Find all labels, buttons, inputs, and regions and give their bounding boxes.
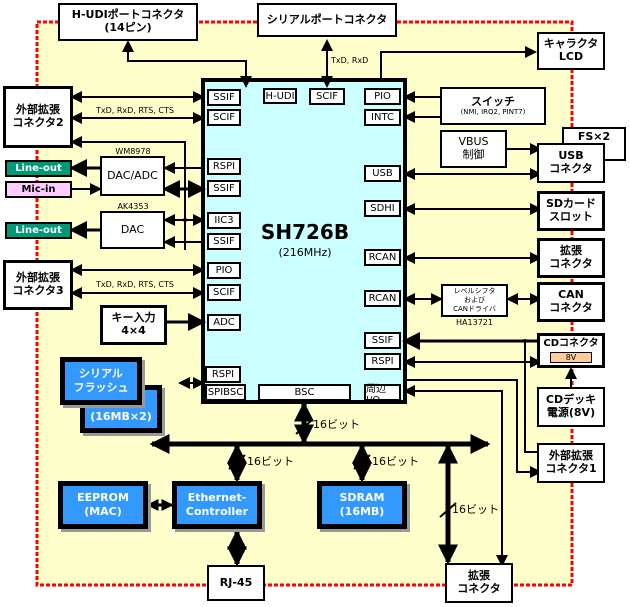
module-intc: INTC [364, 109, 401, 126]
sd-card-slot: SDカード スロット [537, 191, 605, 231]
bus-width-expansion: 16ビット [452, 502, 499, 516]
module-rcan: RCAN [364, 290, 401, 307]
module-ssif: SSIF [364, 332, 401, 349]
expansion-connector-bottom: 拡張 コネクタ [445, 563, 513, 603]
mic-in: Mic-in [5, 181, 72, 198]
module-pio: PIO [364, 88, 401, 105]
module-rspi: RSPI [364, 353, 401, 370]
module-ssif: SSIF [207, 89, 241, 106]
module-sdhi: SDHI [364, 200, 401, 217]
module-adc: ADC [207, 314, 241, 331]
cpu-name: SH726B [260, 219, 350, 244]
module-scif: SCIF [207, 284, 241, 301]
junction-dot [523, 339, 527, 343]
dac: DAC [100, 211, 165, 249]
ethernet-controller: Ethernet- Controller [172, 481, 262, 529]
bus-slash-3 [353, 454, 371, 470]
module-spibsc: SPIBSC [205, 384, 246, 401]
line-ext1-a [524, 341, 540, 453]
sdram: SDRAM (16MB) [317, 481, 407, 529]
hudi-connector: H-UDIポートコネクタ (14ピン) [58, 3, 198, 41]
module-ssif: SSIF [207, 180, 241, 197]
can-connector: CAN コネクタ [537, 282, 605, 322]
bus-slash-2 [228, 454, 246, 470]
cd-connector-label: CDコネクタ [543, 338, 599, 350]
line-ext1-b [405, 379, 542, 478]
bus-slash-4 [439, 502, 457, 518]
char-lcd: キャラクタ LCD [537, 32, 605, 70]
line-hudi [122, 40, 252, 88]
rj45-connector: RJ-45 [207, 565, 265, 601]
bus-width-ethernet: 16ビット [247, 454, 294, 468]
dac-part-number: AK4353 [117, 201, 149, 211]
switch-box: スイッチ (NMI, IRQ2, PINT7) [440, 87, 546, 125]
module-rspi: RSPI [205, 366, 241, 383]
external-expansion-connector-3: 外部拡張 コネクタ3 [3, 260, 73, 310]
signal-serial: TxD, RxD [331, 56, 369, 66]
keypad-input: キー入力 4×4 [100, 305, 167, 345]
module-rspi: RSPI [207, 158, 241, 175]
module-pio: PIO [207, 262, 241, 279]
module-iic3: IIC3 [207, 212, 241, 229]
line-lcd [380, 46, 537, 80]
expansion-connector-right: 拡張 コネクタ [537, 238, 605, 278]
module-scif: SCIF [207, 109, 241, 126]
dac-adc-codec: DAC/ADC [100, 156, 165, 196]
signal-uart-ext2: TxD, RxD, RTS, CTS [96, 105, 174, 115]
module-rcan: RCAN [364, 249, 401, 266]
serial-port-connector: シリアルポートコネクタ [257, 3, 397, 37]
switch-title: スイッチ [471, 94, 515, 108]
eeprom: EEPROM (MAC) [58, 481, 148, 529]
junction-dot [183, 218, 187, 222]
bus-width-sdram: 16ビット [372, 454, 419, 468]
line-out-1: Line-out [5, 160, 72, 177]
cd-voltage-badge: 8V [550, 351, 592, 363]
module-bsc: BSC [258, 384, 351, 401]
module-scif: SCIF [309, 88, 345, 105]
serial-flash: シリアル フラッシュ [60, 357, 142, 405]
level-shifter-can-driver: レベルシフタ および CANドライバ [441, 284, 508, 317]
cpu-clock: (216MHz) [278, 245, 332, 259]
level-shifter-part: HA13721 [456, 318, 493, 328]
cd-connector: CDコネクタ 8V [537, 333, 605, 368]
line-periph-io [403, 385, 508, 567]
module-ssif: SSIF [207, 233, 241, 250]
codec-part-number: WM8978 [115, 146, 151, 156]
external-expansion-connector-1: 外部拡張 コネクタ1 [537, 443, 605, 483]
module-periph-io: 周辺I/O [364, 384, 401, 406]
external-expansion-connector-2: 外部拡張 コネクタ2 [3, 86, 73, 148]
module-usb: USB [364, 165, 401, 182]
switch-signals: (NMI, IRQ2, PINT7) [460, 108, 526, 117]
vbus-control: VBUS 制御 [440, 130, 507, 168]
bus-width-main: 16ビット [313, 417, 360, 431]
signal-uart-ext3: TxD, RxD, RTS, CTS [96, 279, 174, 289]
line-out-2: Line-out [5, 222, 72, 239]
bus-slash-1 [295, 419, 313, 435]
usb-connector: USB コネクタ [537, 143, 605, 183]
module-hudi: H-UDI [263, 88, 297, 104]
cd-deck-power: CDデッキ 電源(8V) [537, 387, 605, 427]
